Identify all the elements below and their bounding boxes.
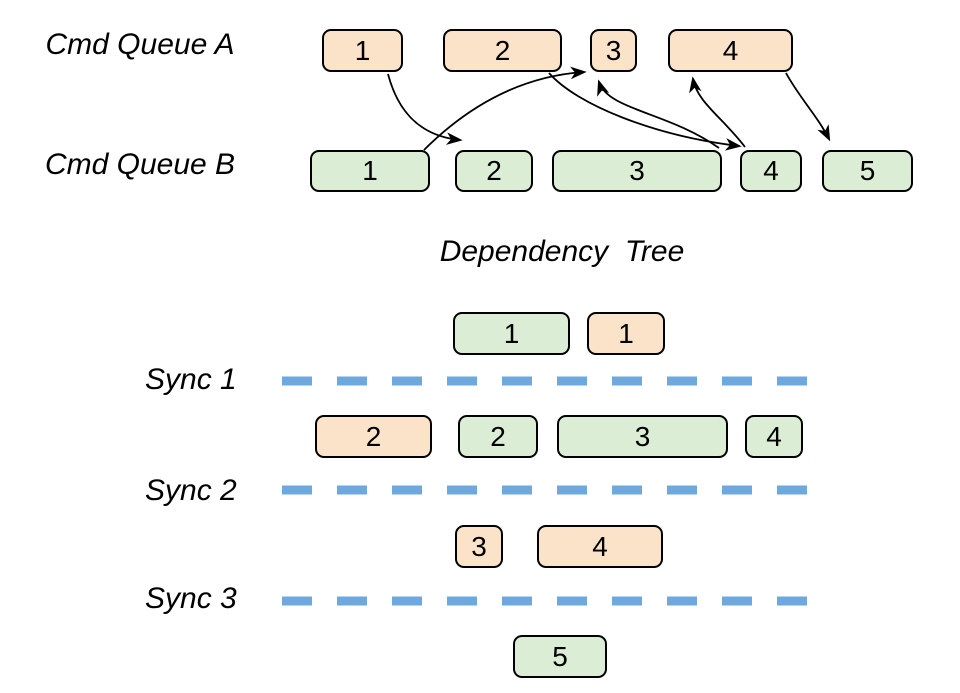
tree-box-a2: 2 [315,415,432,458]
dependency-arrow-B4-to-A4 [689,76,746,148]
queue-a-label: Cmd Queue A [45,27,235,61]
queue-b-label: Cmd Queue B [44,148,236,181]
queue-a-box-2: 2 [443,29,562,72]
tree-box-b4: 4 [745,415,803,458]
queue-b-box-3: 3 [552,150,722,192]
sync-1-label: Sync 1 [145,363,237,396]
dependency-tree-title: Dependency Tree [439,235,685,268]
dependency-arrow-A1-to-B2 [387,73,463,145]
queue-a-box-4: 4 [668,29,793,72]
tree-box-b3: 3 [557,415,728,458]
tree-box-a4: 4 [537,525,663,568]
queue-b-box-5: 5 [822,150,913,192]
sync-3-label: Sync 3 [145,582,237,615]
dependency-arrow-A2-to-B4 [548,72,742,151]
dependency-arrow-B1-to-A3 [423,66,587,151]
dependency-arrow-A4-to-B5 [785,72,831,142]
queue-b-box-2: 2 [455,150,533,192]
queue-b-box-4: 4 [740,150,802,192]
queue-a-box-1: 1 [322,29,403,72]
tree-box-a3: 3 [455,525,503,568]
queue-b-box-1: 1 [310,150,430,192]
tree-box-b5: 5 [513,635,607,678]
sync-2-label: Sync 2 [145,474,237,507]
tree-box-a1: 1 [587,312,665,355]
tree-box-b2: 2 [458,415,538,458]
queue-a-box-3: 3 [590,29,637,72]
tree-box-b1: 1 [453,312,570,355]
dependency-arrow-B3-to-A3 [597,79,720,149]
